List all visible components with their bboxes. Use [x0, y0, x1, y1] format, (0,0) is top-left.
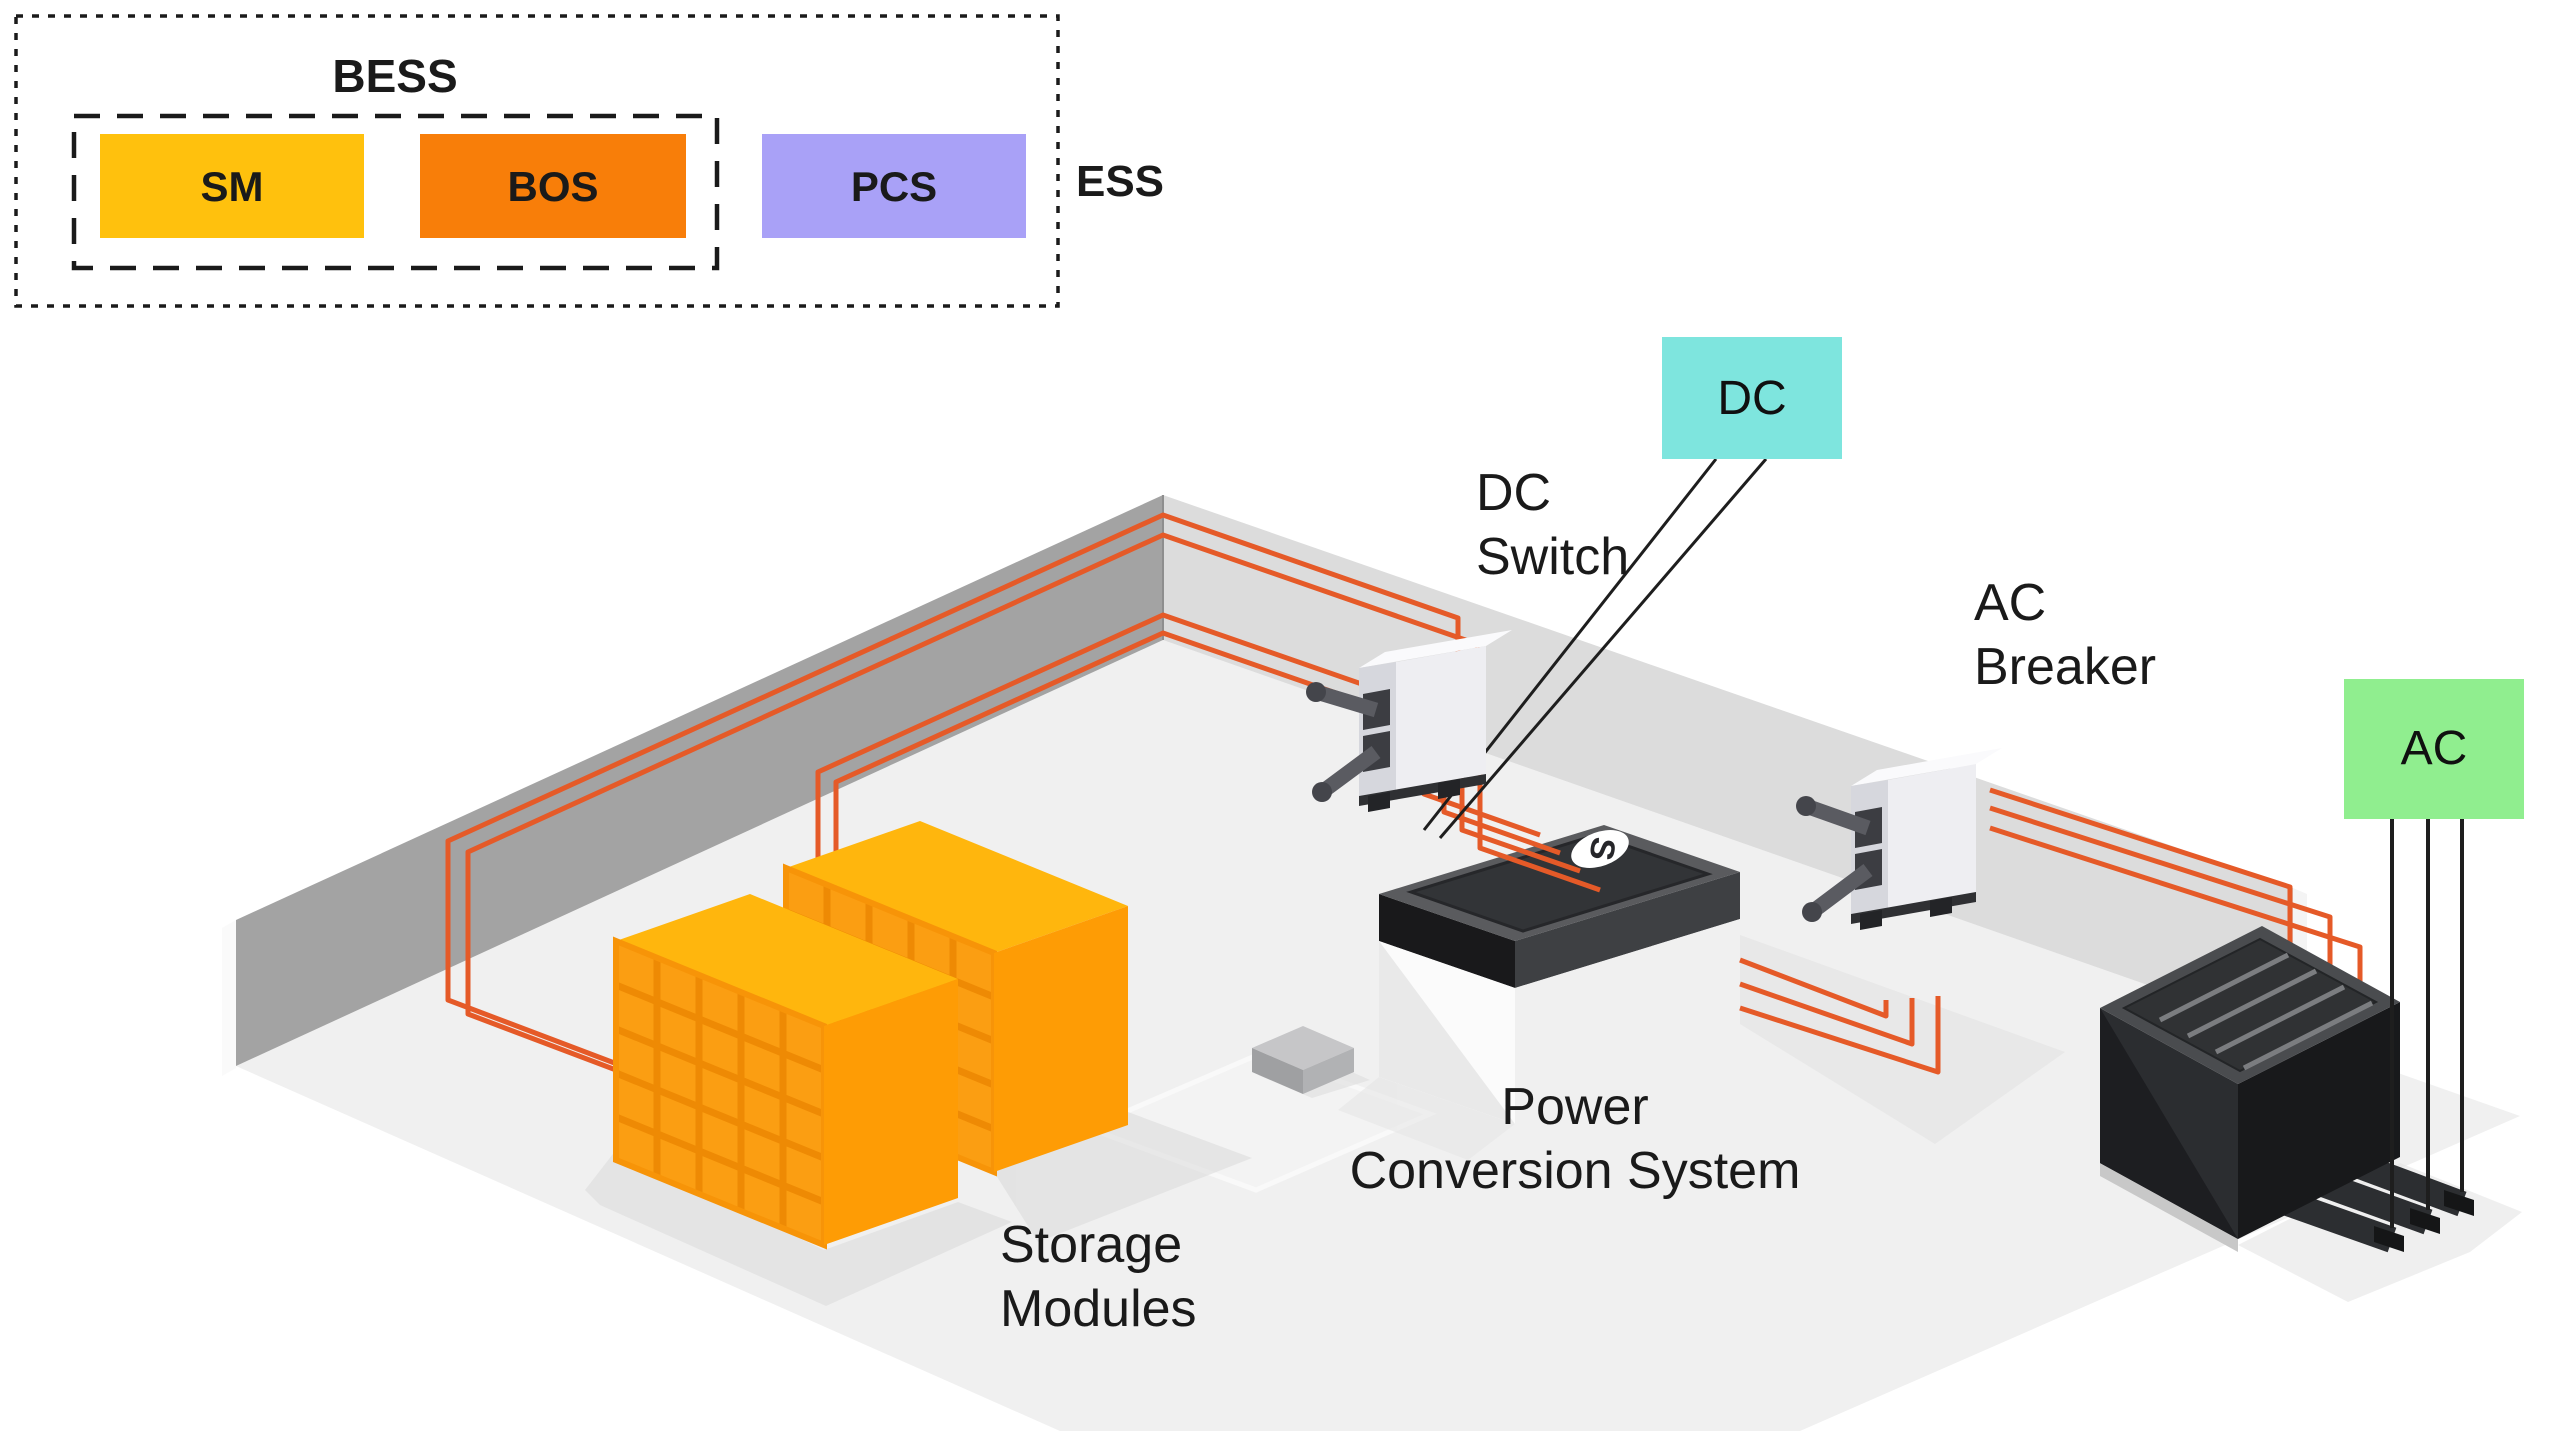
legend-item-sm-label: SM: [201, 163, 264, 210]
ess-label: ESS: [1076, 157, 1164, 206]
ac-measurement-lines: [2390, 819, 2464, 1228]
vent-lines-icon: [2158, 952, 2374, 1071]
legend-item-pcs: PCS: [762, 134, 1026, 238]
breaker-output-wires: [1989, 787, 2363, 991]
storage-module-front: [613, 894, 958, 1250]
pcs-label-line2: Conversion System: [1350, 1142, 1801, 1200]
toggle-switch-icon: [1312, 731, 1390, 802]
toggle-switch-icon: [1796, 796, 1882, 848]
pcs-label-line1: Power: [1501, 1078, 1648, 1136]
storage-modules-label-line2: Modules: [1000, 1280, 1197, 1338]
legend-item-bos-label: BOS: [507, 163, 598, 210]
legend: BESS SM BOS PCS ESS: [14, 14, 1164, 308]
toggle-switch-icon: [1306, 682, 1390, 730]
dc-switch-label-line1: DC: [1476, 464, 1551, 522]
legend-item-pcs-label: PCS: [851, 163, 937, 210]
ac-breaker-label-line1: AC: [1974, 574, 2046, 632]
dc-switch-label-line2: Switch: [1476, 528, 1629, 586]
pcs-ac-wires: [1739, 957, 1941, 1075]
power-conversion-system: S: [1379, 825, 1740, 1124]
ac-node: AC: [2344, 679, 2524, 819]
ess-dotted-box: [14, 14, 1060, 308]
ac-breaker-device: [1796, 748, 2002, 930]
storage-modules-label-line1: Storage: [1000, 1216, 1182, 1274]
bess-dashed-box: [71, 113, 720, 271]
pcs-logo-icon: S: [1571, 830, 1629, 868]
legend-item-sm: SM: [100, 134, 364, 238]
scene-labels: DC Switch AC Breaker Storage Modules Pow…: [1000, 464, 2156, 1338]
floor-junction-box: [1252, 1026, 1354, 1094]
ac-breaker-label-line2: Breaker: [1974, 638, 2156, 696]
dc-node-label: DC: [1717, 372, 1786, 425]
transformer-cabinet: [2100, 926, 2474, 1253]
toggle-switch-icon: [1802, 849, 1882, 922]
dc-switch-device: [1306, 630, 1512, 812]
bess-title: BESS: [332, 50, 457, 102]
legend-item-bos: BOS: [420, 134, 686, 238]
dc-node: DC: [1662, 337, 1842, 459]
ac-node-label: AC: [2401, 722, 2468, 775]
